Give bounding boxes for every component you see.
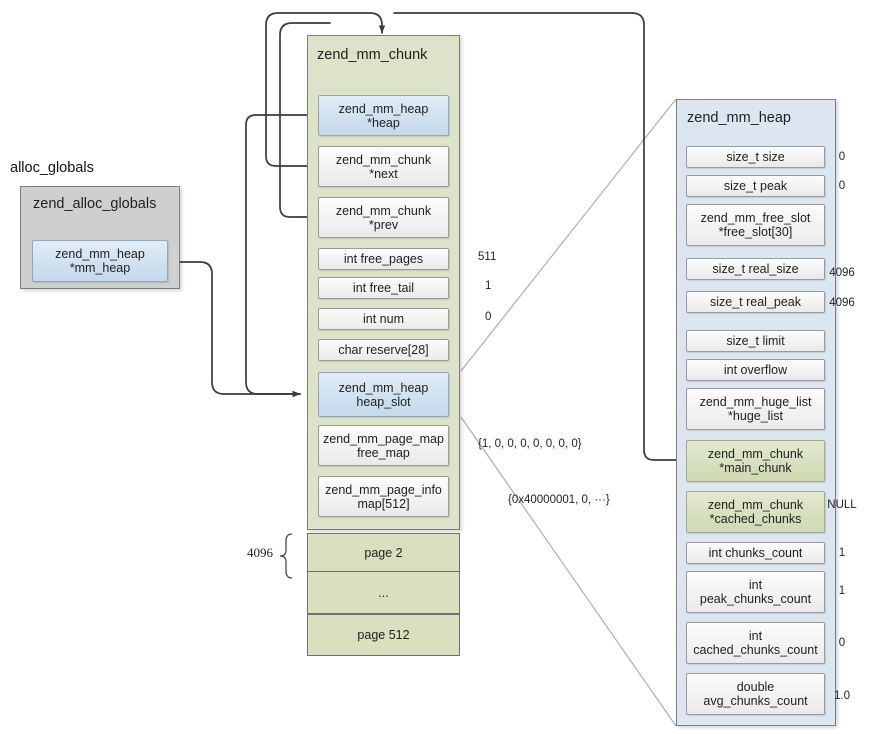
field-label: zend_mm_free_slot *free_slot[30] <box>700 211 811 239</box>
field-mm-heap[interactable]: zend_mm_heap *mm_heap <box>32 240 168 282</box>
chunk-field-num[interactable]: int num <box>318 308 449 330</box>
chunk-page-row[interactable]: page 2 <box>307 533 460 572</box>
heap-value-real-size: 4096 <box>829 267 855 279</box>
chunk-value-free-pages: 511 <box>478 251 497 263</box>
heap-slot-expansion-guides <box>460 98 677 727</box>
field-label: size_t real_size <box>712 262 799 276</box>
chunk-value-free-map: {1, 0, 0, 0, 0, 0, 0, 0} <box>478 438 582 450</box>
heap-field-free-slot-30[interactable]: zend_mm_free_slot *free_slot[30] <box>686 204 825 246</box>
heap-value-peak: 0 <box>838 180 846 192</box>
field-label: zend_mm_heap *heap <box>338 101 429 130</box>
field-label: zend_mm_chunk *main_chunk <box>707 447 804 475</box>
chunk-field-free-tail[interactable]: int free_tail <box>318 277 449 299</box>
field-label: zend_mm_chunk *next <box>335 152 432 181</box>
field-label: int peak_chunks_count <box>699 578 812 606</box>
field-label: int num <box>363 312 404 326</box>
field-label: zend_mm_chunk *cached_chunks <box>707 498 804 526</box>
heap-value-cached-chunks-count: 0 <box>838 637 846 649</box>
field-label: int overflow <box>723 363 788 377</box>
heap-field-cached-chunks[interactable]: zend_mm_chunk *cached_chunks <box>686 491 825 533</box>
chunk-page-row[interactable]: page 512 <box>307 614 460 656</box>
field-label: zend_mm_heap heap_slot <box>338 380 429 409</box>
chunk-field-heap[interactable]: zend_mm_heap *heap <box>318 95 449 136</box>
field-label: zend_mm_page_info map[512] <box>325 482 442 511</box>
chunk-field-reserve-28[interactable]: char reserve[28] <box>318 339 449 361</box>
page-size-label: 4096 <box>247 545 273 560</box>
heap-field-chunks-count[interactable]: int chunks_count <box>686 542 825 564</box>
field-label: zend_mm_chunk *prev <box>335 203 432 232</box>
field-label: zend_mm_page_map free_map <box>323 431 444 460</box>
alloc-globals-caption: alloc_globals <box>10 160 94 176</box>
field-label: zend_mm_huge_list *huge_list <box>699 395 812 423</box>
chunk-field-heap-slot[interactable]: zend_mm_heap heap_slot <box>318 372 449 417</box>
chunk-field-next[interactable]: zend_mm_chunk *next <box>318 146 449 187</box>
chunk-field-free-pages[interactable]: int free_pages <box>318 248 449 270</box>
field-label: size_t real_peak <box>709 295 802 309</box>
chunk-page-row[interactable]: ... <box>307 571 460 614</box>
heap-value-real-peak: 4096 <box>829 297 855 309</box>
heap-value-peak-chunks-count: 1 <box>838 585 846 597</box>
field-label: char reserve[28] <box>338 343 429 357</box>
field-label: size_t peak <box>723 179 788 193</box>
heap-value-chunks-count: 1 <box>838 547 846 559</box>
heap-field-size[interactable]: size_t size <box>686 146 825 168</box>
field-label: int free_tail <box>352 281 415 295</box>
chunk-value-num: 0 <box>485 311 492 323</box>
field-label: int free_pages <box>343 252 424 266</box>
zend-alloc-globals-title: zend_alloc_globals <box>33 196 157 212</box>
heap-field-main-chunk[interactable]: zend_mm_chunk *main_chunk <box>686 440 825 482</box>
page-size-brace <box>279 533 293 579</box>
heap-field-overflow[interactable]: int overflow <box>686 359 825 381</box>
heap-value-size: 0 <box>838 151 846 163</box>
field-label: size_t size <box>726 150 785 164</box>
chunk-value-map-512-: {0x40000001, 0, ···} <box>508 494 610 506</box>
field-label: double avg_chunks_count <box>703 680 808 708</box>
chunk-field-map-512[interactable]: zend_mm_page_info map[512] <box>318 476 449 517</box>
wire-chunk-heap <box>245 114 310 398</box>
heap-field-peak-chunks-count[interactable]: int peak_chunks_count <box>686 571 825 613</box>
heap-field-avg-chunks-count[interactable]: double avg_chunks_count <box>686 673 825 715</box>
heap-field-real-size[interactable]: size_t real_size <box>686 258 825 280</box>
heap-field-huge-list[interactable]: zend_mm_huge_list *huge_list <box>686 388 825 430</box>
zend-mm-heap-title: zend_mm_heap <box>687 110 791 126</box>
chunk-page-label: page 2 <box>364 545 403 560</box>
chunk-field-prev[interactable]: zend_mm_chunk *prev <box>318 197 449 238</box>
chunk-page-label: ... <box>378 585 389 600</box>
heap-field-real-peak[interactable]: size_t real_peak <box>686 291 825 313</box>
field-label: int cached_chunks_count <box>693 629 818 657</box>
chunk-page-label: page 512 <box>357 628 410 642</box>
heap-field-limit[interactable]: size_t limit <box>686 330 825 352</box>
wire-mm-heap <box>170 261 301 398</box>
field-label: int chunks_count <box>708 546 803 560</box>
heap-value--cached-chunks: NULL <box>827 499 857 511</box>
field-mm-heap-text: zend_mm_heap *mm_heap <box>55 247 145 275</box>
chunk-value-free-tail: 1 <box>485 280 492 292</box>
chunk-field-free-map[interactable]: zend_mm_page_map free_map <box>318 425 449 466</box>
heap-field-cached-chunks-count[interactable]: int cached_chunks_count <box>686 622 825 664</box>
field-label: size_t limit <box>726 334 785 348</box>
zend-mm-chunk-title: zend_mm_chunk <box>317 47 428 63</box>
heap-field-peak[interactable]: size_t peak <box>686 175 825 197</box>
heap-value-avg-chunks-count: 1.0 <box>834 690 850 702</box>
